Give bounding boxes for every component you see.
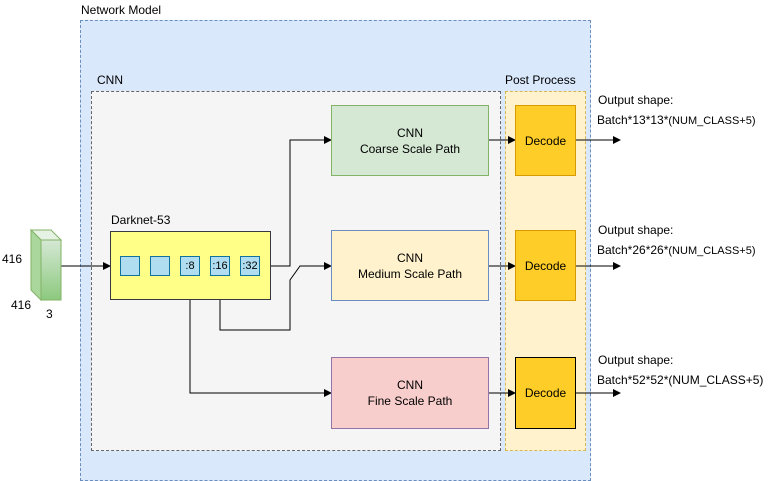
edge-stage16-to-medium xyxy=(219,262,332,331)
input-channels-label: 3 xyxy=(46,307,53,321)
output-2-shape-suffix: (NUM_CLASS+5) xyxy=(668,245,756,257)
output-3-shape-main: Batch*52*52*(NUM_CLASS+5) xyxy=(597,373,764,387)
cnn-label: CNN xyxy=(97,73,123,87)
output-1-heading: Output shape: xyxy=(598,93,674,107)
fine-path-title: CNN xyxy=(397,378,423,392)
output-2-heading: Output shape: xyxy=(598,223,674,237)
output-2-shape: Batch*26*26*(NUM_CLASS+5) xyxy=(597,243,756,258)
edge-stage8-to-fine xyxy=(189,276,332,397)
decode-coarse: Decode xyxy=(515,105,576,176)
edge-darknet-to-coarse xyxy=(260,136,332,267)
cube-front xyxy=(40,239,62,301)
darknet-stage-16: :16 xyxy=(210,256,230,276)
darknet-stage-8: :8 xyxy=(180,256,200,276)
cube-left xyxy=(30,228,42,302)
medium-path-subtitle: Medium Scale Path xyxy=(357,266,463,281)
output-1-shape-main: Batch*13*13* xyxy=(597,113,669,127)
coarse-path-subtitle: Coarse Scale Path xyxy=(359,141,461,156)
output-3-shape: Batch*52*52*(NUM_CLASS+5) xyxy=(597,373,763,388)
decode-fine: Decode xyxy=(515,357,576,429)
input-width-label: 416 xyxy=(11,298,32,312)
darknet-stage-2 xyxy=(150,256,170,276)
coarse-path-title: CNN xyxy=(397,125,423,140)
fine-path-subtitle: Fine Scale Path xyxy=(367,394,453,408)
darknet-stage-1 xyxy=(120,256,140,276)
darknet-stage-32: :32 xyxy=(240,256,260,276)
output-2-shape-main: Batch*26*26* xyxy=(597,243,669,257)
coarse-scale-path: CNN Coarse Scale Path xyxy=(331,105,489,176)
output-3-heading: Output shape: xyxy=(598,353,674,367)
post-process-label: Post Process xyxy=(505,73,576,87)
input-height-label: 416 xyxy=(2,252,23,266)
darknet-label: Darknet-53 xyxy=(111,213,171,227)
input-tensor-cube xyxy=(29,228,63,302)
network-model-label: Network Model xyxy=(81,3,162,17)
output-1-shape-suffix: (NUM_CLASS+5) xyxy=(668,115,756,127)
medium-scale-path: CNN Medium Scale Path xyxy=(331,230,489,301)
medium-path-title: CNN xyxy=(397,250,423,265)
fine-scale-path: CNN Fine Scale Path xyxy=(331,357,489,429)
output-1-shape: Batch*13*13*(NUM_CLASS+5) xyxy=(597,113,756,128)
decode-medium: Decode xyxy=(515,230,576,301)
